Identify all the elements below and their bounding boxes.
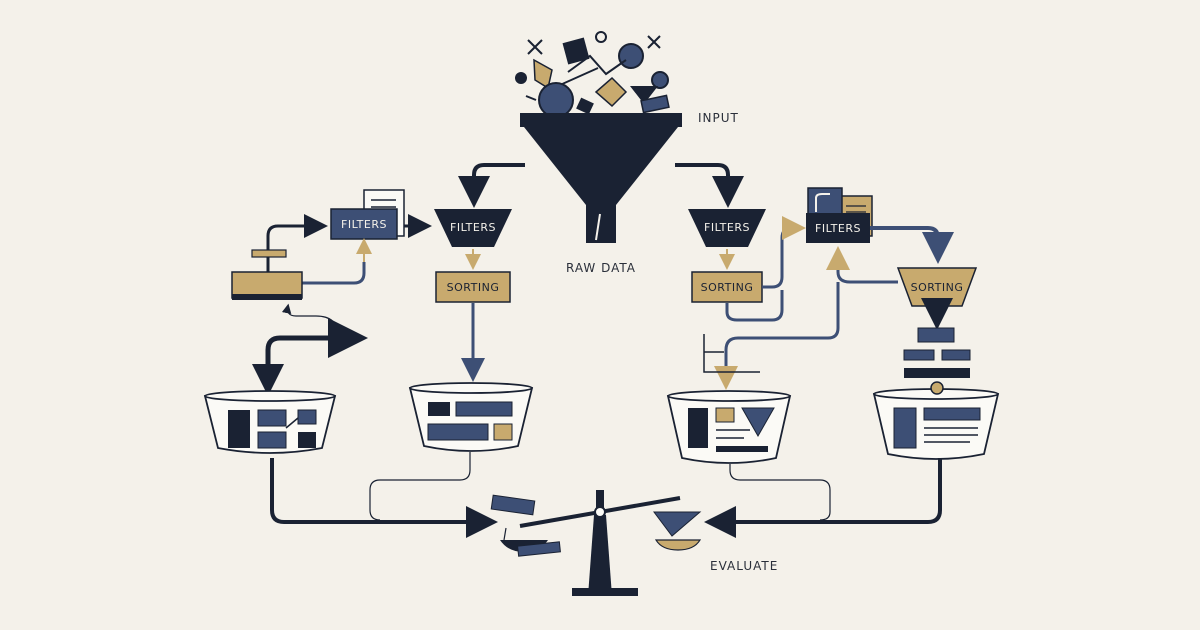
balance-scale-icon (490, 490, 702, 596)
sorting-box-right: SORTING (691, 271, 763, 303)
arrow-funnel-left (458, 163, 525, 208)
filters-label-left-box: FILTERS (341, 218, 387, 231)
stacked-bars (903, 327, 971, 395)
database-3 (666, 390, 792, 464)
arrow-funnel-right (675, 163, 744, 208)
filters-label-right-box: FILTERS (815, 222, 861, 235)
small-gold-bar (251, 249, 287, 258)
filters-label-left-funnel: FILTERS (450, 221, 496, 234)
database-4 (872, 388, 1000, 460)
filters-box-left: FILTERS (330, 208, 398, 240)
filter-funnel-left: FILTERS (434, 209, 512, 247)
funnel-icon (520, 113, 682, 243)
raw-data-shapes (515, 31, 670, 118)
gold-block-left (231, 271, 303, 300)
filters-label-right-funnel: FILTERS (704, 221, 750, 234)
raw-data-label: RAW DATA (566, 261, 636, 275)
input-label: INPUT (698, 111, 739, 125)
arrow-db4-to-scale (704, 458, 942, 538)
filters-box-right: FILTERS (806, 213, 870, 243)
database-2 (408, 382, 534, 452)
sorting-funnel-right: SORTING (896, 267, 978, 307)
database-1 (203, 390, 337, 454)
sorting-label-left: SORTING (447, 281, 500, 294)
arrow-left-loop (265, 318, 368, 380)
arrow-db1-to-scale (270, 458, 498, 538)
filter-funnel-right: FILTERS (688, 209, 766, 247)
sorting-label-right: SORTING (701, 281, 754, 294)
sorting-box-left: SORTING (435, 271, 511, 303)
sorting-label-far-right: SORTING (911, 281, 964, 294)
evaluate-label: EVALUATE (710, 559, 778, 573)
